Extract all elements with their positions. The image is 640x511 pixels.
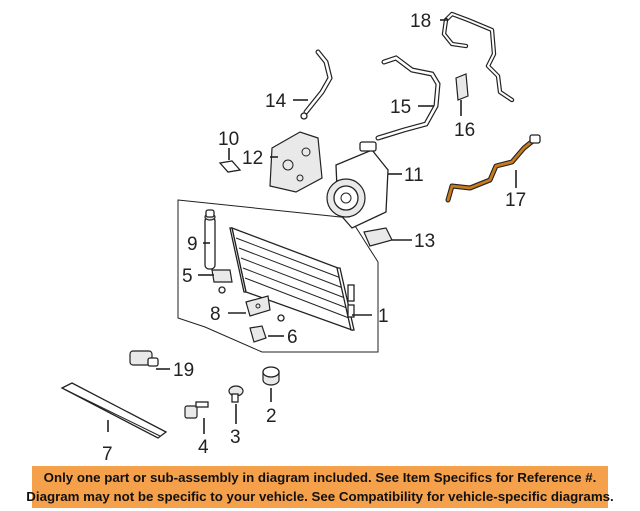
callout-6: 6 [287, 327, 298, 348]
line-17-part [445, 134, 541, 203]
callout-4: 4 [198, 437, 209, 458]
callout-16: 16 [454, 120, 475, 141]
label-part [218, 160, 242, 173]
cap-part [262, 366, 280, 386]
callout-12: 12 [242, 148, 263, 169]
bracket-5-part [211, 269, 233, 294]
disclaimer-line-1: Only one part or sub-assembly in diagram… [43, 470, 597, 485]
hose-14-part [300, 49, 333, 120]
compressor-bracket-part [269, 131, 323, 193]
cushion-part [249, 314, 285, 343]
callout-15: 15 [390, 97, 411, 118]
disclaimer-banner: Only one part or sub-assembly in diagram… [26, 466, 614, 508]
callout-10: 10 [218, 129, 239, 150]
callout-3: 3 [230, 427, 241, 448]
receiver-drier-part [204, 209, 216, 270]
compressor-part [326, 141, 389, 229]
hose-15-part [375, 55, 441, 141]
condenser-part [229, 226, 355, 332]
callout-18: 18 [410, 11, 431, 32]
callout-11: 11 [404, 165, 424, 186]
bracket-8-part [245, 295, 271, 317]
callout-1: 1 [378, 306, 389, 327]
callout-8: 8 [210, 304, 221, 325]
bolt-3-part [228, 385, 244, 403]
leader-lines [107, 19, 517, 434]
bracket-13-part [363, 227, 393, 247]
bolt-4-part [184, 401, 209, 419]
callout-9: 9 [187, 234, 198, 255]
callout-14: 14 [265, 91, 287, 112]
callout-5: 5 [182, 266, 193, 287]
bracket-16-part [455, 73, 469, 101]
line-18-part [441, 11, 515, 103]
callout-19: 19 [173, 360, 194, 381]
disclaimer-line-2: Diagram may not be specific to your vehi… [26, 489, 614, 504]
switch-part [129, 350, 159, 367]
callout-17: 17 [505, 190, 526, 211]
callout-7: 7 [102, 444, 113, 465]
callout-2: 2 [266, 406, 277, 427]
seal-part [60, 382, 168, 439]
callout-13: 13 [414, 231, 435, 252]
